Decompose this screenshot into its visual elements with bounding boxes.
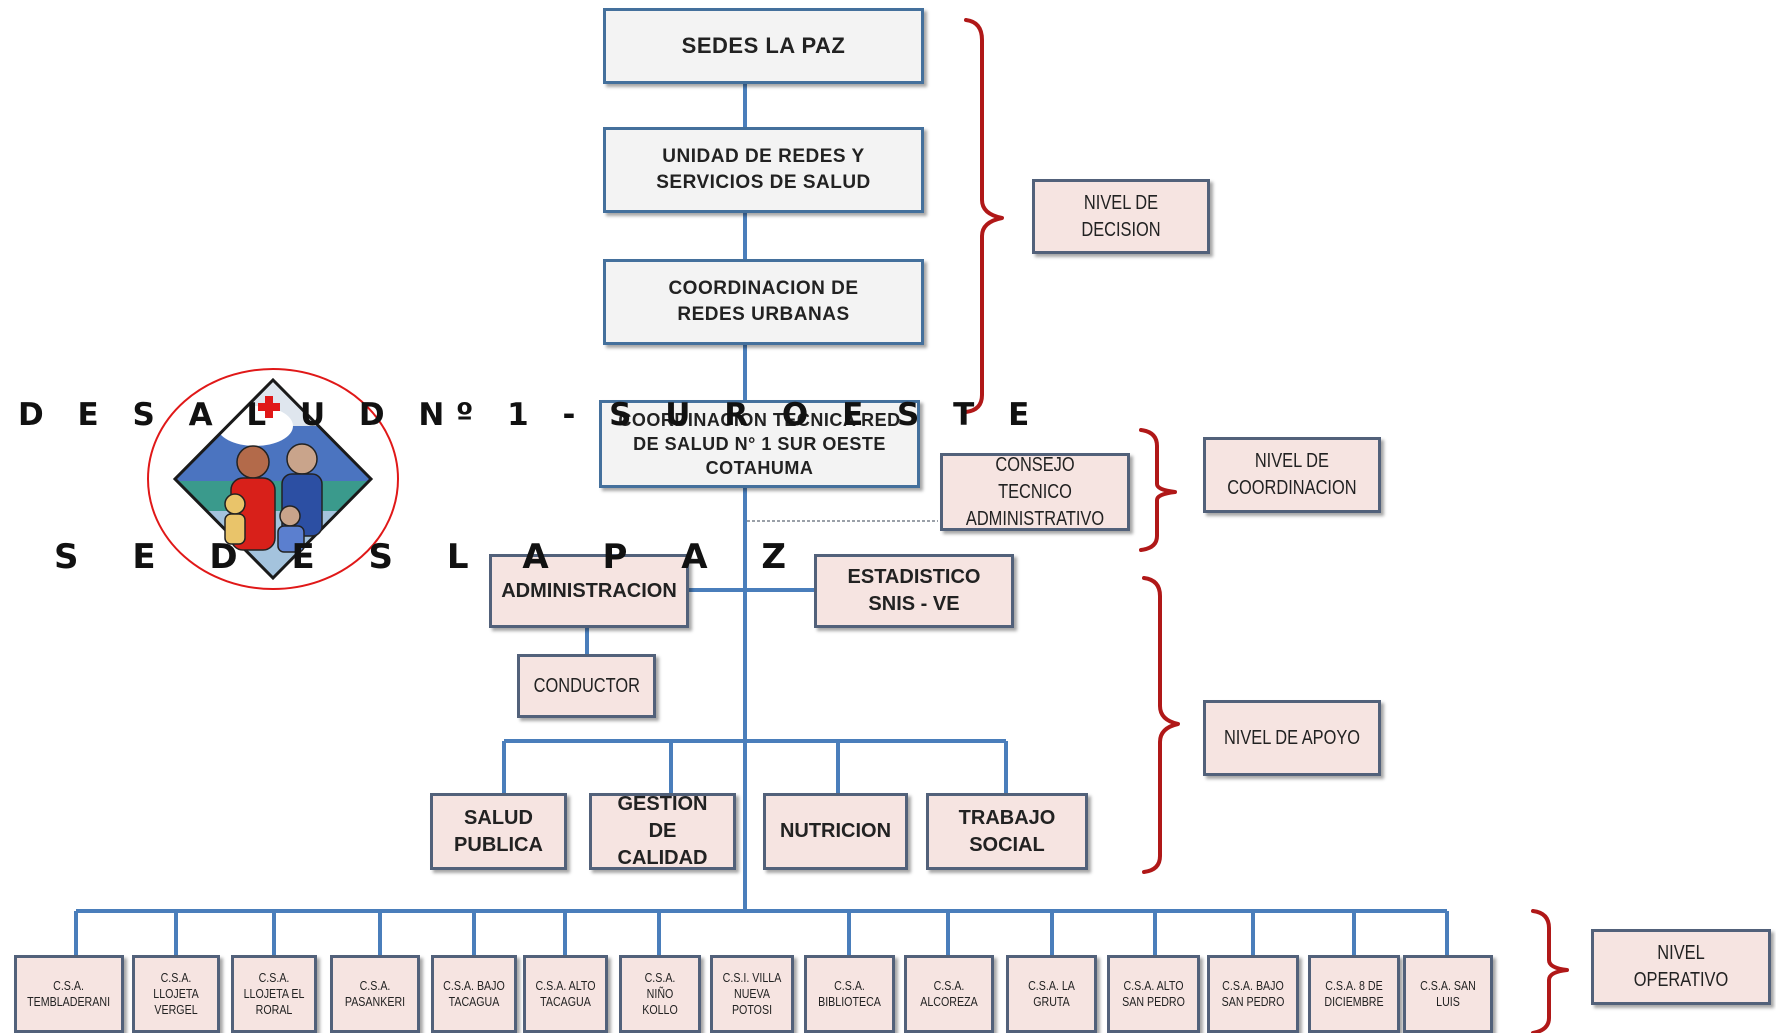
level-operativo-label: NIVEL OPERATIVO	[1633, 942, 1729, 991]
csa-label: C.S.A. 8 DE DICIEMBRE	[1324, 977, 1384, 1009]
level-apoyo-label: NIVEL DE APOYO	[1223, 726, 1361, 749]
csa-label: C.S.A. ALCOREZA	[920, 977, 978, 1009]
level-apoyo: NIVEL DE APOYO	[1203, 700, 1381, 776]
csa-biblioteca: C.S.A. BIBLIOTECA	[804, 955, 895, 1033]
csa-label: C.S.A. BIBLIOTECA	[818, 977, 881, 1009]
csa-label: C.S.A. NIÑO KOLLO	[642, 969, 678, 1018]
node-gestion-calidad: GESTION DE CALIDAD	[589, 793, 736, 870]
csa-llojeta-el-roral: C.S.A. LLOJETA EL RORAL	[231, 955, 317, 1033]
level-decision-label: NIVEL DE DECISION	[1081, 191, 1161, 241]
csa-alto-tacagua: C.S.A. ALTO TACAGUA	[523, 955, 608, 1033]
csa-bajo-tacagua: C.S.A. BAJO TACAGUA	[431, 955, 517, 1033]
watermark-line-2: S E D E S L A P A Z	[54, 537, 808, 577]
csa-la-gruta: C.S.A. LA GRUTA	[1006, 955, 1097, 1033]
node-consejo-tecnico: CONSEJO TECNICO ADMINISTRATIVO	[940, 453, 1130, 531]
watermark-line-1: D E S A L U D Nº 1 - S U R O E S T E	[18, 397, 1041, 433]
family-health-logo-icon	[147, 368, 399, 590]
csa-pasankeri: C.S.A. PASANKERI	[330, 955, 420, 1033]
csa-label: C.S.A. ALTO TACAGUA	[535, 977, 596, 1009]
level-coordinacion-label: NIVEL DE COORDINACION	[1227, 450, 1357, 499]
node-consejo-tecnico-label: CONSEJO TECNICO ADMINISTRATIVO	[965, 453, 1105, 530]
node-estadistico: ESTADISTICO SNIS - VE	[814, 554, 1014, 628]
csa-nino-kollo: C.S.A. NIÑO KOLLO	[619, 955, 701, 1033]
csa-label: C.S.A. TEMBLADERANI	[27, 977, 111, 1009]
level-operativo: NIVEL OPERATIVO	[1591, 929, 1771, 1005]
node-coordinacion-tecnica: COORDINACION TECNICA RED DE SALUD N° 1 S…	[599, 400, 920, 488]
csa-8-de-diciembre: C.S.A. 8 DE DICIEMBRE	[1308, 955, 1400, 1033]
node-coordinacion-redes-urbanas: COORDINACION DE REDES URBANAS	[603, 259, 924, 345]
node-unidad-redes: UNIDAD DE REDES Y SERVICIOS DE SALUD	[603, 127, 924, 213]
csa-label: C.S.I. VILLA NUEVA POTOSI	[722, 969, 782, 1018]
csa-bajo-san-pedro: C.S.A. BAJO SAN PEDRO	[1207, 955, 1299, 1033]
csa-label: C.S.A. LLOJETA EL RORAL	[243, 969, 305, 1018]
csa-label: C.S.A. PASANKERI	[344, 977, 406, 1009]
csa-label: C.S.A. LA GRUTA	[1028, 977, 1075, 1009]
node-nutricion: NUTRICION	[763, 793, 908, 870]
node-conductor-label: CONDUCTOR	[533, 674, 640, 697]
csi-villa-nueva-potosi: C.S.I. VILLA NUEVA POTOSI	[710, 955, 794, 1033]
node-sedes-la-paz: SEDES LA PAZ	[603, 8, 924, 84]
csa-llojeta-vergel: C.S.A. LLOJETA VERGEL	[132, 955, 220, 1033]
csa-label: C.S.A. BAJO SAN PEDRO	[1221, 977, 1285, 1009]
csa-alto-san-pedro: C.S.A. ALTO SAN PEDRO	[1107, 955, 1200, 1033]
csa-label: C.S.A. LLOJETA VERGEL	[153, 969, 199, 1018]
csa-label: C.S.A. ALTO SAN PEDRO	[1122, 977, 1185, 1009]
node-administracion: ADMINISTRACION	[489, 554, 689, 628]
level-decision: NIVEL DE DECISION	[1032, 179, 1210, 254]
csa-san-luis: C.S.A. SAN LUIS	[1403, 955, 1493, 1033]
csa-label: C.S.A. BAJO TACAGUA	[443, 977, 505, 1009]
node-salud-publica: SALUD PUBLICA	[430, 793, 567, 870]
level-coordinacion: NIVEL DE COORDINACION	[1203, 437, 1381, 513]
csa-label: C.S.A. SAN LUIS	[1420, 977, 1476, 1009]
node-trabajo-social: TRABAJO SOCIAL	[926, 793, 1088, 870]
csa-tembladerani: C.S.A. TEMBLADERANI	[14, 955, 124, 1033]
node-conductor: CONDUCTOR	[517, 654, 656, 718]
csa-alcoreza: C.S.A. ALCOREZA	[904, 955, 994, 1033]
